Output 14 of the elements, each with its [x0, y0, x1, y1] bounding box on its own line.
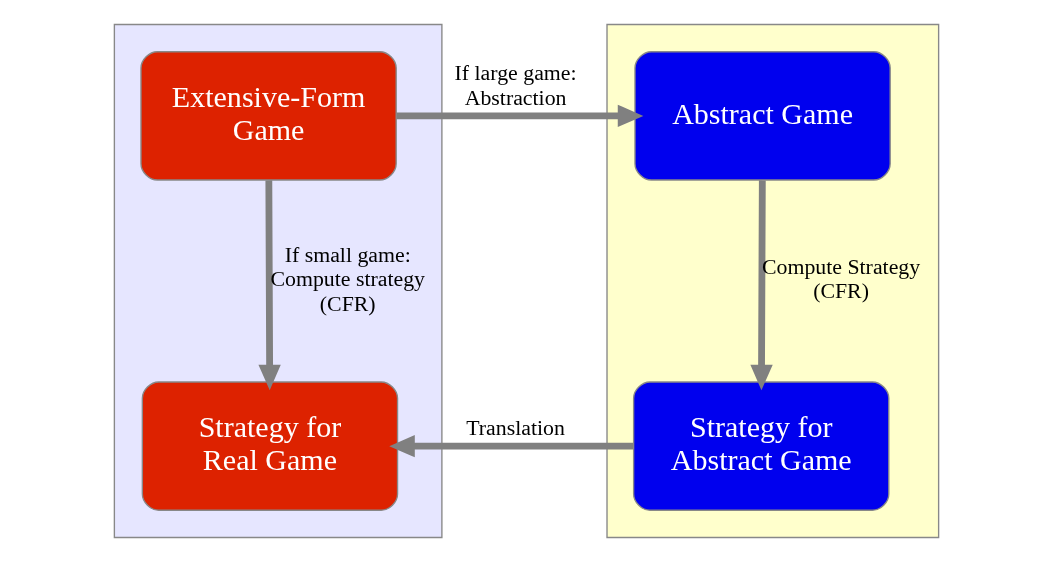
cluster: [113, 23, 443, 539]
cluster: [605, 23, 939, 539]
arrow: [395, 104, 643, 128]
edge-label: If large game: Abstraction: [454, 61, 577, 110]
arrow: [388, 434, 633, 458]
arrow: [257, 180, 281, 391]
arrow: [749, 180, 773, 391]
edge-label: If small game: Compute strategy (CFR): [269, 242, 425, 316]
node-box: Strategy for Real Game: [141, 381, 398, 511]
edge-label: Translation: [465, 415, 565, 440]
node-box: Abstract Game: [633, 51, 891, 181]
node-box: Extensive-Form Game: [139, 51, 397, 181]
edge-label: Compute Strategy (CFR): [761, 254, 920, 304]
node-box: Strategy for Abstract Game: [632, 381, 889, 511]
